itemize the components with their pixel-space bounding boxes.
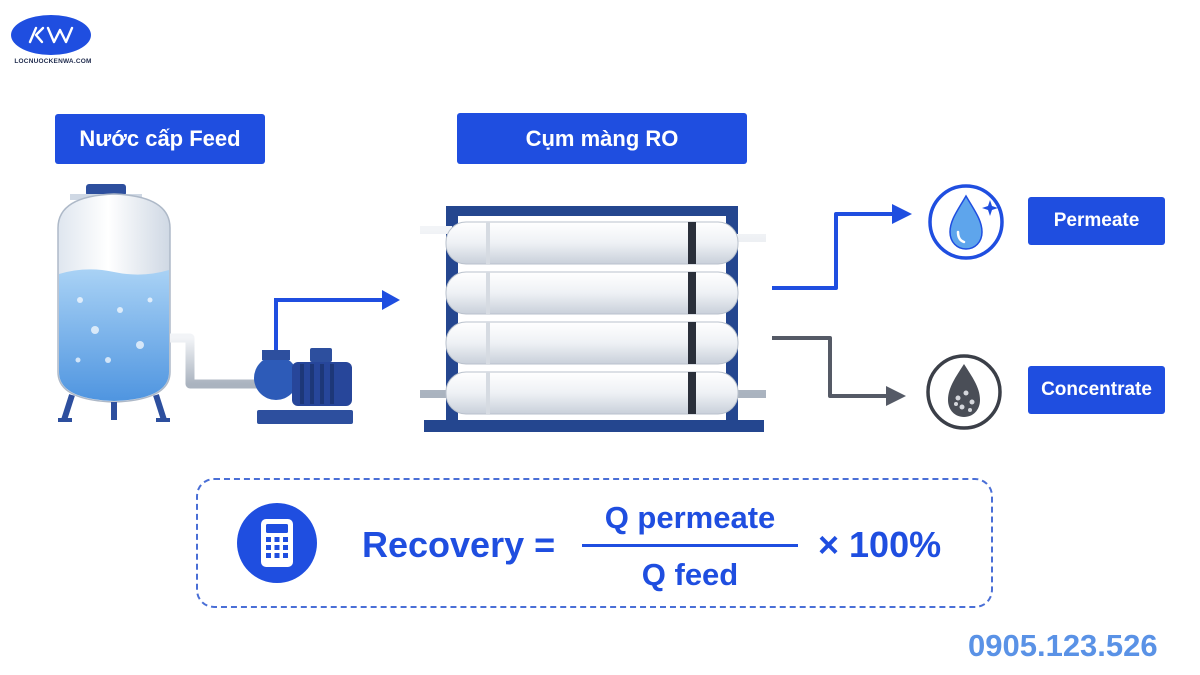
concentrate-label: Concentrate	[1028, 366, 1165, 414]
ro-membrane-skid	[415, 206, 771, 432]
permeate-label: Permeate	[1028, 197, 1165, 245]
contact-phone: 0905.123.526	[968, 628, 1158, 663]
recovery-formula-box	[196, 478, 993, 608]
fraction-line	[582, 544, 798, 547]
calculator-icon	[237, 503, 317, 583]
formula-denominator: Q feed	[641, 557, 739, 592]
feed-label: Nước cấp Feed	[55, 114, 265, 164]
logo-caption: LOCNUOCKENWA.COM	[14, 58, 92, 65]
feed-tank	[57, 184, 171, 422]
formula-multiplier: × 100%	[818, 524, 942, 565]
feed-pump	[254, 348, 353, 424]
kenwa-logo	[11, 15, 91, 55]
formula-lhs: Recovery =	[362, 524, 556, 565]
ro-membrane-label: Cụm màng RO	[457, 113, 747, 164]
concentrate-drop-icon	[926, 354, 1002, 430]
permeate-water-drop-icon	[928, 184, 1004, 260]
formula-numerator: Q permeate	[604, 500, 776, 535]
